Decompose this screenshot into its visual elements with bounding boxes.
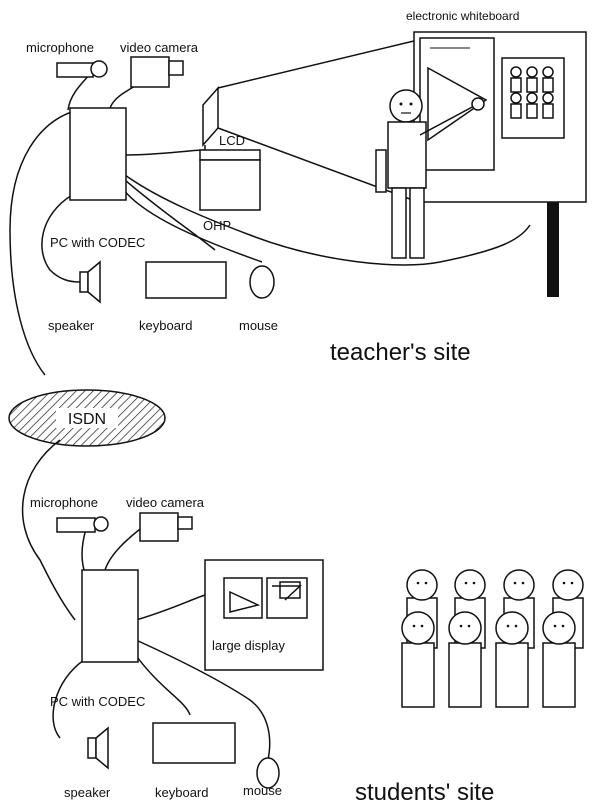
isdn-label: ISDN bbox=[68, 411, 106, 428]
teacher-mouse bbox=[249, 265, 275, 299]
students-video-camera-label: video camera bbox=[126, 495, 205, 510]
teacher-speaker-label: speaker bbox=[48, 318, 95, 333]
students-pc-label: PC with CODEC bbox=[50, 694, 145, 709]
microphone-body bbox=[56, 62, 94, 78]
teacher-site-group: microphone video camera PC with CODEC LC… bbox=[9, 9, 587, 376]
ohp-base bbox=[199, 159, 261, 211]
students-site-group: microphone video camera PC with CODEC la… bbox=[30, 495, 584, 806]
student-front-row bbox=[401, 611, 576, 708]
electronic-whiteboard bbox=[413, 31, 587, 297]
teacher-arm bbox=[419, 104, 477, 136]
camera-lens bbox=[168, 60, 184, 76]
lcd-panel bbox=[199, 149, 261, 161]
students-speaker bbox=[87, 726, 109, 770]
students-speaker-label: speaker bbox=[64, 785, 111, 800]
students-microphone-label: microphone bbox=[30, 495, 98, 510]
camera-body bbox=[130, 56, 170, 88]
ohp-head bbox=[202, 86, 219, 147]
teacher-keyboard-label: keyboard bbox=[139, 318, 192, 333]
teacher-site-label: teacher's site bbox=[330, 339, 471, 366]
teacher-pc-label: PC with CODEC bbox=[50, 235, 145, 250]
teacher-speaker bbox=[79, 260, 101, 304]
large-display bbox=[204, 559, 324, 671]
teacher-microphone-label: microphone bbox=[26, 40, 94, 55]
isdn-network: ISDN bbox=[8, 389, 166, 621]
teacher-ohp bbox=[199, 86, 261, 211]
students-group bbox=[401, 569, 584, 708]
students-mouse-label: mouse bbox=[243, 783, 282, 798]
students-pc-box bbox=[81, 569, 139, 663]
teacher-keyboard bbox=[145, 261, 227, 299]
whiteboard-stand bbox=[547, 202, 559, 297]
teacher-cables bbox=[9, 71, 531, 376]
large-display-label: large display bbox=[212, 638, 285, 653]
whiteboard-label: electronic whiteboard bbox=[406, 9, 519, 23]
microphone-head bbox=[90, 60, 108, 78]
student-faces bbox=[412, 581, 574, 628]
students-mouse bbox=[256, 757, 280, 789]
teacher-pc-box bbox=[69, 107, 127, 201]
whiteboard-triangle bbox=[427, 66, 488, 142]
teacher-microphone bbox=[56, 60, 108, 78]
teacher-video-camera-label: video camera bbox=[120, 40, 199, 55]
students-microphone bbox=[56, 516, 109, 533]
lcd-label: LCD bbox=[219, 133, 245, 148]
teacher-figure bbox=[375, 89, 485, 259]
teacher-head bbox=[389, 89, 423, 123]
students-keyboard-label: keyboard bbox=[155, 785, 208, 800]
students-keyboard bbox=[152, 722, 236, 764]
students-video-camera bbox=[139, 512, 193, 542]
teacher-video-camera bbox=[130, 56, 184, 88]
students-site-label: students' site bbox=[355, 779, 494, 806]
whiteboard-thumbnail-figures bbox=[510, 66, 554, 119]
teacher-mouse-label: mouse bbox=[239, 318, 278, 333]
ohp-label: OHP bbox=[203, 218, 231, 233]
isdn-to-students-cable bbox=[21, 439, 76, 621]
teacher-body bbox=[387, 121, 427, 189]
